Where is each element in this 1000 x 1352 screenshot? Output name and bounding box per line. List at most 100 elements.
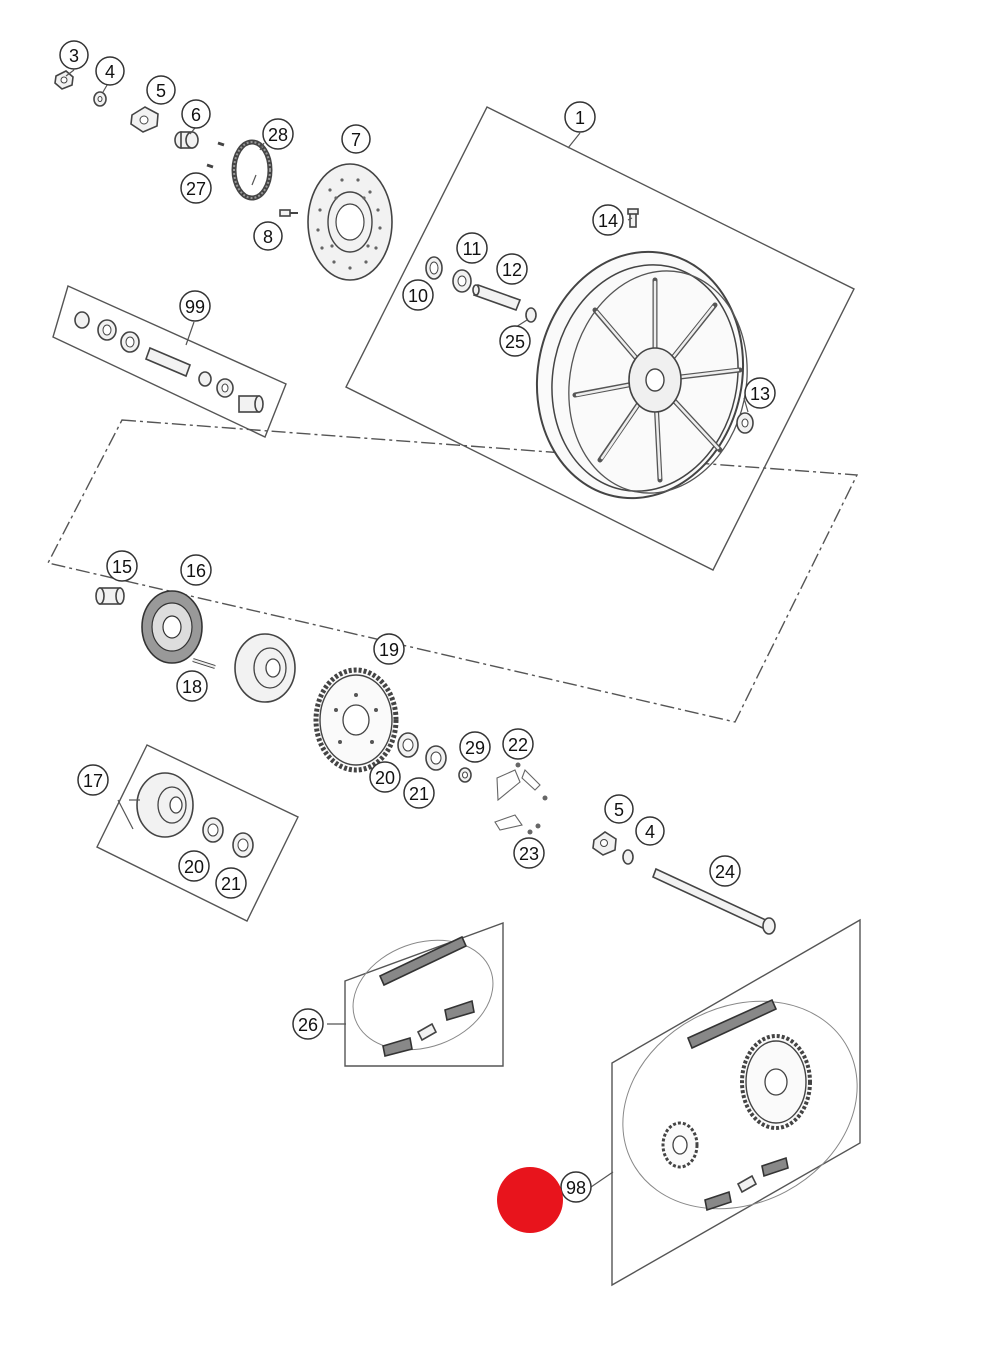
callout-20b: 20 [178,850,210,882]
svg-text:7: 7 [351,130,361,150]
callout-21: 21 [403,777,435,809]
svg-text:18: 18 [182,677,202,697]
bearing-kit-contents [74,311,264,413]
svg-text:4: 4 [105,62,115,82]
callout-18: 18 [176,670,208,702]
bearing-part-11 [452,269,472,293]
spacer-part-15 [95,587,125,605]
callout-19: 19 [373,633,405,665]
nut-part-3 [54,70,74,90]
callout-4: 4 [95,56,125,86]
callout-29: 29 [459,731,491,763]
svg-text:17: 17 [83,771,103,791]
rear-sprocket-part-19 [313,667,399,773]
adjuster-part-5 [130,106,159,133]
bearing-part-20 [397,732,419,758]
svg-text:20: 20 [375,768,395,788]
callout-22: 22 [502,728,534,760]
washer-part-4b [622,849,634,865]
svg-text:16: 16 [186,561,206,581]
callout-24: 24 [709,855,741,887]
callout-1: 1 [564,101,596,133]
svg-text:28: 28 [268,125,288,145]
red-marker-dot [497,1167,563,1233]
leader-lines [65,69,749,1188]
seal-part-21-kit [232,832,254,858]
callout-28: 28 [262,118,294,150]
callout-99: 99 [179,290,211,322]
callout-20: 20 [369,761,401,793]
pin-part-18 [192,658,216,669]
svg-text:10: 10 [408,286,428,306]
callout-15: 15 [106,550,138,582]
callout-3: 3 [59,40,89,70]
callout-26: 26 [292,1008,324,1040]
callout-11: 11 [456,232,488,264]
wheel-assembly-frame [345,106,855,571]
svg-text:11: 11 [463,239,482,259]
svg-text:14: 14 [598,211,618,231]
callout-25: 25 [499,325,531,357]
svg-text:26: 26 [298,1015,318,1035]
callout-4b: 4 [635,816,665,846]
chain-guard-part-22 [496,762,548,802]
callout-6: 6 [181,99,211,129]
hub-part-17 [136,772,194,838]
chain-sprocket-kit-part-98 [622,998,858,1212]
callout-5: 5 [146,75,176,105]
bearing-part-20-kit [202,817,224,843]
washer-part-4 [93,91,107,107]
adjuster-part-5b [592,831,617,856]
svg-text:19: 19 [379,640,399,660]
spacer-part-6 [174,131,199,149]
svg-text:13: 13 [750,384,770,404]
svg-text:23: 23 [519,844,539,864]
callout-13: 13 [744,377,776,409]
callout-27: 27 [180,172,212,204]
callout-8: 8 [253,221,283,251]
sprocket-carrier-hub [234,633,296,703]
spacer-tube-part-12 [472,283,522,312]
callout-12: 12 [496,253,528,285]
svg-text:27: 27 [186,179,206,199]
hub-kit-frame [96,744,299,922]
cush-drive-part-16 [141,590,203,664]
svg-text:5: 5 [614,800,624,820]
screw-part-8 [279,209,298,217]
callout-7: 7 [341,124,371,154]
callout-5b: 5 [604,794,634,824]
svg-text:8: 8 [263,227,273,247]
callout-16: 16 [180,554,212,586]
svg-text:12: 12 [502,260,522,280]
seal-part-21 [425,745,447,771]
chain-kit-frame [344,921,504,1067]
ring-part-25 [525,307,537,323]
svg-text:99: 99 [185,297,205,317]
chain-sprocket-kit-frame [611,918,861,1287]
brake-disc-part-7 [307,163,393,281]
svg-text:24: 24 [715,862,735,882]
svg-text:29: 29 [465,738,485,758]
damper-ring-part-28 [231,139,273,201]
chain-guard-part-23 [494,814,541,835]
rear-wheel [535,250,748,500]
svg-text:22: 22 [508,735,528,755]
svg-text:21: 21 [221,874,241,894]
ring-part-29 [458,767,472,783]
callout-10: 10 [402,279,434,311]
svg-text:25: 25 [505,332,525,352]
valve-part-14 [627,208,639,228]
callout-14: 14 [592,204,624,236]
bolt-part-27 [206,141,225,169]
svg-text:21: 21 [409,784,429,804]
bearing-part-13 [736,412,754,434]
callout-17: 17 [77,764,109,796]
svg-text:5: 5 [156,81,166,101]
seal-part-10 [425,256,443,280]
callout-23: 23 [513,837,545,869]
svg-text:6: 6 [191,105,201,125]
svg-text:20: 20 [184,857,204,877]
callout-21b: 21 [215,867,247,899]
svg-text:98: 98 [566,1178,586,1198]
